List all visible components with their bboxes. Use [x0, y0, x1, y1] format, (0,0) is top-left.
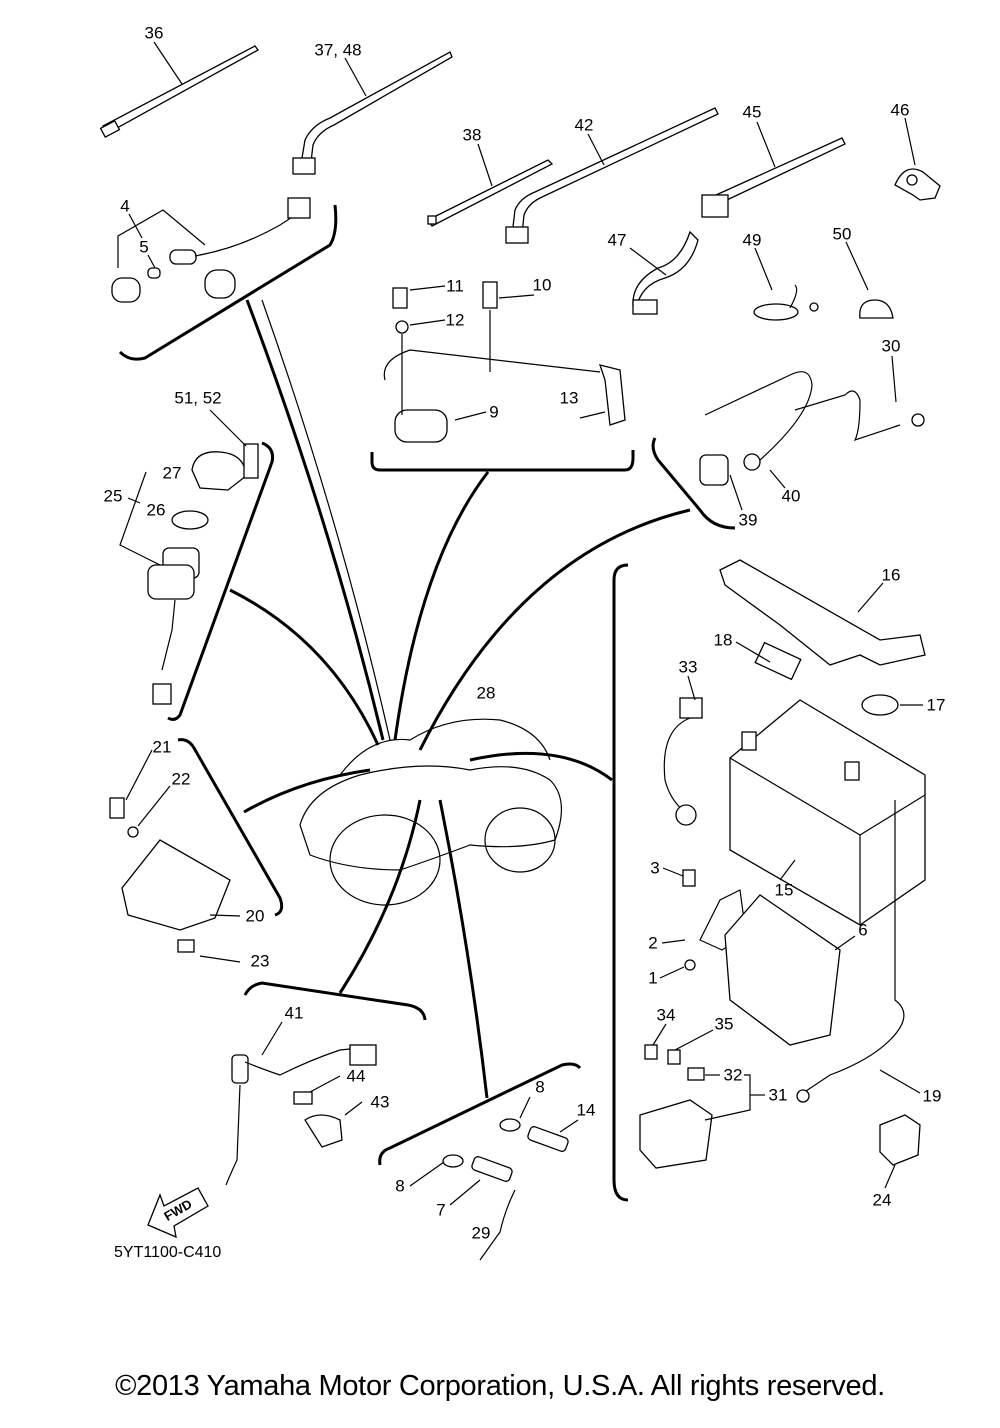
callout-c32: 32 — [723, 1065, 743, 1085]
callout-c8b: 8 — [395, 1176, 405, 1196]
rectifier-regulator-group — [109, 738, 284, 963]
callout-c7: 7 — [436, 1200, 446, 1220]
fwd-arrow-icon — [147, 1187, 209, 1239]
callout-c11: 11 — [446, 276, 464, 296]
callout-c44: 44 — [346, 1066, 366, 1086]
sensor-group — [651, 355, 925, 530]
lamp-socket-group — [111, 197, 338, 361]
callout-c25: 25 — [103, 486, 123, 506]
clamp-49 — [753, 247, 819, 321]
callout-c28: 28 — [476, 683, 496, 703]
callout-c19: 19 — [922, 1086, 942, 1106]
callout-c34: 34 — [656, 1005, 676, 1025]
callout-c12: 12 — [445, 310, 465, 330]
callout-c8a: 8 — [535, 1077, 545, 1097]
callout-c36: 36 — [144, 23, 164, 43]
callout-c20: 20 — [245, 906, 265, 926]
atv-silhouette — [299, 718, 563, 906]
cable-tie-42 — [505, 107, 719, 244]
callout-c38: 38 — [462, 125, 482, 145]
callout-c21: 21 — [152, 737, 172, 757]
callout-c41: 41 — [284, 1003, 304, 1023]
callout-c15: 15 — [774, 880, 794, 900]
callout-c2: 2 — [648, 933, 658, 953]
callout-c51-52: 51, 52 — [174, 388, 222, 408]
ignition-switch-group — [119, 409, 274, 721]
callout-c26: 26 — [146, 500, 166, 520]
drawing-code: 5YT1100-C410 — [114, 1244, 222, 1261]
cable-tie-37-48 — [292, 51, 453, 175]
spark-plug-group — [378, 1062, 582, 1261]
cable-tie-38 — [427, 143, 554, 227]
copyright-notice: ©2013 Yamaha Motor Corporation, U.S.A. A… — [115, 1370, 885, 1402]
callout-c29: 29 — [471, 1223, 491, 1243]
callout-c45: 45 — [742, 102, 762, 122]
callout-c6: 6 — [858, 920, 868, 940]
callout-c16: 16 — [881, 565, 901, 585]
callout-c3: 3 — [650, 858, 660, 878]
cable-tie-45 — [701, 121, 846, 218]
callout-c18: 18 — [713, 630, 733, 650]
callout-c47: 47 — [607, 230, 627, 250]
connector-leaders — [229, 299, 691, 1099]
callout-c5: 5 — [139, 237, 149, 257]
callout-c4: 4 — [120, 196, 130, 216]
callout-c42: 42 — [574, 115, 594, 135]
callout-c10: 10 — [532, 275, 552, 295]
battery-group-bracket — [612, 563, 629, 1202]
callout-c23: 23 — [250, 951, 270, 971]
callout-c35: 35 — [714, 1014, 734, 1034]
callout-c1: 1 — [648, 968, 658, 988]
callout-c37-48: 37, 48 — [314, 40, 362, 60]
callout-c39: 39 — [738, 510, 758, 530]
neutral-switch-group — [225, 981, 427, 1186]
callout-c43: 43 — [370, 1092, 390, 1112]
clamp-47 — [629, 230, 699, 315]
clamp-50 — [845, 241, 894, 319]
callout-c17: 17 — [926, 695, 946, 715]
callout-c30: 30 — [881, 336, 901, 356]
callout-c9: 9 — [489, 402, 499, 422]
callout-c31: 31 — [768, 1085, 788, 1105]
battery-group — [639, 559, 926, 1189]
clamp-46 — [894, 117, 941, 201]
callout-c27: 27 — [162, 463, 182, 483]
callout-c49: 49 — [742, 230, 762, 250]
callout-c22: 22 — [171, 769, 191, 789]
callout-c46: 46 — [890, 100, 910, 120]
cable-tie-36 — [99, 41, 259, 139]
callout-c40: 40 — [781, 486, 801, 506]
callout-c13: 13 — [559, 388, 579, 408]
callout-c33: 33 — [678, 657, 698, 677]
callout-c14: 14 — [576, 1100, 596, 1120]
ignition-coil-group — [370, 281, 635, 472]
callout-c24: 24 — [872, 1190, 892, 1210]
callout-c50: 50 — [832, 224, 852, 244]
